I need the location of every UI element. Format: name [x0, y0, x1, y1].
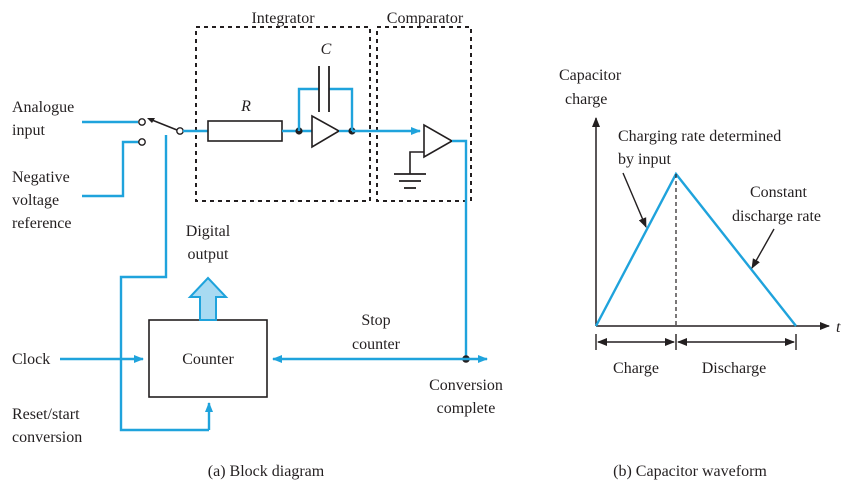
resistor-symbol: R	[240, 98, 251, 115]
neg-ref-label-1: Negative	[12, 169, 70, 186]
charging-rate-label-2: by input	[618, 151, 671, 168]
neg-ref-label-3: reference	[12, 215, 72, 232]
x-axis-label: t	[836, 319, 841, 336]
analogue-input-label-1: Analogue	[12, 99, 74, 116]
counter-label: Counter	[182, 351, 234, 368]
cap-feedback-right	[329, 87, 354, 131]
digital-output-arrow	[187, 276, 229, 321]
cap-feedback-left	[297, 87, 319, 131]
comparator-label: Comparator	[387, 10, 464, 27]
caption-b: (b) Capacitor waveform	[613, 463, 767, 480]
reset-label-2: conversion	[12, 429, 82, 446]
block-diagram: Integrator Comparator Analogue input Neg…	[12, 10, 503, 480]
ground-wire	[409, 151, 424, 174]
resistor	[207, 120, 283, 142]
comparator-box	[376, 26, 472, 202]
waveform-ylabel-2: charge	[565, 91, 607, 108]
comparator-output-wire	[452, 139, 468, 359]
charge-label: Charge	[613, 360, 659, 377]
charging-rate-pointer	[622, 172, 647, 228]
discharge-rate-pointer	[751, 228, 775, 269]
analogue-input-label-2: input	[12, 122, 45, 139]
constant-rate-label-1: Constant	[750, 184, 807, 201]
clock-label: Clock	[12, 351, 50, 368]
ground-icon	[394, 173, 426, 189]
digital-output-label-1: Digital	[186, 223, 231, 240]
neg-ref-label-2: voltage	[12, 192, 59, 209]
reset-label-1: Reset/start	[12, 406, 80, 423]
stop-counter-label-2: counter	[352, 336, 401, 353]
discharge-label: Discharge	[702, 360, 767, 377]
conversion-complete-label-1: Conversion	[429, 377, 503, 394]
integrator-label: Integrator	[251, 10, 315, 27]
capacitor-symbol: C	[321, 41, 332, 58]
conversion-complete-label-2: complete	[437, 400, 496, 417]
constant-rate-label-2: discharge rate	[732, 208, 821, 225]
integrator-opamp	[311, 114, 341, 149]
digital-output-label-2: output	[188, 246, 229, 263]
charging-rate-label-1: Charging rate determined	[618, 128, 781, 145]
comparator-opamp	[423, 123, 454, 159]
stop-counter-label-1: Stop	[361, 312, 390, 329]
integrator-box	[195, 26, 371, 202]
reset-control-wire	[119, 135, 209, 432]
caption-a: (a) Block diagram	[208, 463, 325, 480]
neg-ref-wire	[82, 140, 140, 198]
waveform-ylabel-1: Capacitor	[559, 67, 622, 84]
switch	[138, 118, 184, 146]
capacitor-waveform: Capacitor charge t Charging rate determi…	[559, 67, 841, 480]
